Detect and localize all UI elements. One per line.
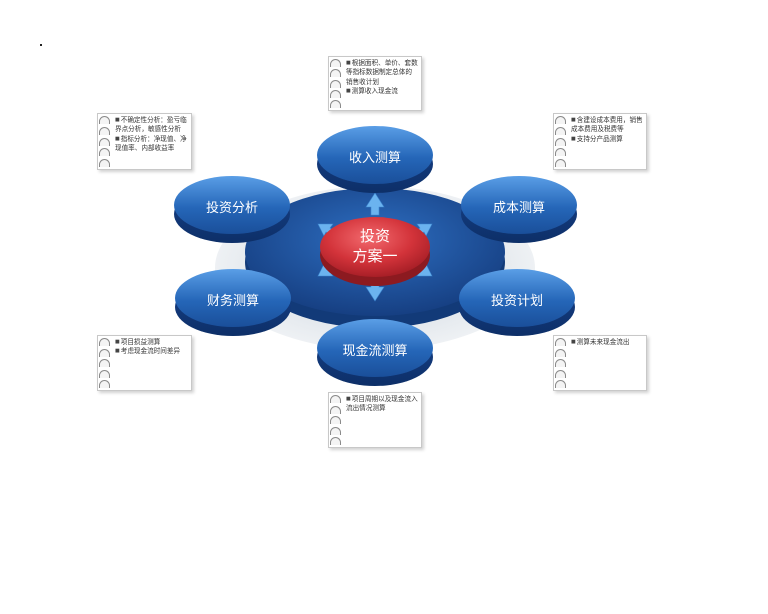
note-analysis-item-2: 指标分析：净现值、净现值率、内部收益率: [115, 135, 188, 154]
node-plan-shape: [459, 269, 575, 336]
note-income-item-1: 根据面积、单价、套数等指标数据制定总体的销售收计划: [346, 59, 418, 87]
arrow-up: [365, 192, 385, 216]
node-finance-shape: [175, 269, 291, 336]
note-cost-item-1: 含建设成本费用，销售成本费用及税费等: [571, 116, 643, 135]
node-cashflow-shape: [317, 319, 433, 386]
note-cashflow-item-1: 项目周期以及现金流入流出情况测算: [346, 395, 418, 414]
note-cost-item-2: 支持分产品测算: [571, 135, 643, 144]
stray-dot: [40, 44, 42, 46]
note-plan: 测算未来现金流出: [553, 335, 647, 391]
pad-rings: [330, 395, 345, 445]
note-cost: 含建设成本费用，销售成本费用及税费等 支持分产品测算: [553, 113, 647, 170]
note-income: 根据面积、单价、套数等指标数据制定总体的销售收计划 测算收入现金流: [328, 56, 422, 111]
note-analysis-item-1: 不确定性分析：盈亏临界点分析，敏感性分析: [115, 116, 188, 135]
note-finance: 项目损益测算 考虑现金流时间差异: [97, 335, 192, 391]
node-cost-shape: [461, 176, 577, 243]
pad-rings: [99, 338, 114, 388]
pad-rings: [555, 116, 570, 167]
note-cashflow: 项目周期以及现金流入流出情况测算: [328, 392, 422, 448]
center-disc: [320, 217, 430, 277]
note-plan-item-1: 测算未来现金流出: [571, 338, 643, 347]
note-finance-item-2: 考虑现金流时间差异: [115, 347, 188, 356]
note-income-item-2: 测算收入现金流: [346, 87, 418, 96]
note-analysis: 不确定性分析：盈亏临界点分析，敏感性分析 指标分析：净现值、净现值率、内部收益率: [97, 113, 192, 170]
pad-rings: [330, 59, 345, 108]
note-finance-item-1: 项目损益测算: [115, 338, 188, 347]
node-income-shape: [317, 126, 433, 193]
pad-rings: [555, 338, 570, 388]
node-analysis-shape: [174, 176, 290, 243]
pad-rings: [99, 116, 114, 167]
